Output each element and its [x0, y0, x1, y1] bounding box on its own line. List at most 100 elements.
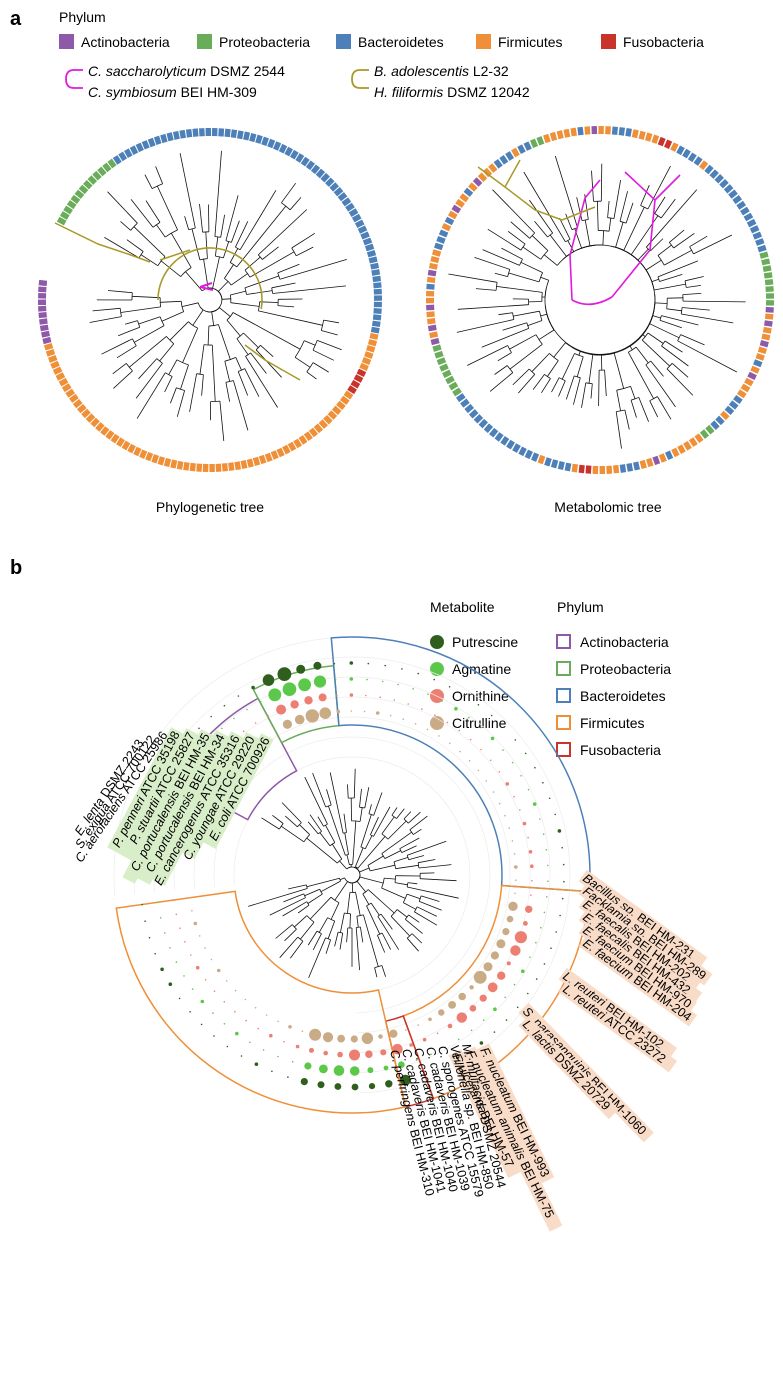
- metabolite-dot: [262, 674, 275, 686]
- phylum-ring-cell: [264, 452, 273, 463]
- tree-branch: [559, 217, 571, 240]
- tree-branch: [661, 315, 699, 326]
- tree-branch: [671, 362, 689, 378]
- phylum-ring-cell: [755, 238, 765, 246]
- tree-branch-arc: [640, 205, 649, 210]
- metabolite-dot: [449, 742, 451, 745]
- tree-branch: [243, 332, 259, 348]
- tree-branch: [508, 272, 540, 283]
- tree-branch: [239, 190, 277, 251]
- tree-branch: [547, 360, 559, 377]
- metabolite-dot: [350, 710, 353, 712]
- metabolite-dot: [385, 1080, 393, 1088]
- tree-branch: [647, 165, 671, 210]
- phylum-ring-cell: [444, 216, 455, 226]
- phylum-ring-cell: [442, 369, 452, 378]
- metabolite-dot: [283, 1040, 285, 1043]
- tree-branch: [236, 205, 287, 268]
- tree-branch: [513, 310, 540, 317]
- metabolite-name: Putrescine: [452, 634, 518, 650]
- tree-branch: [666, 308, 682, 312]
- phylum-ring-cell: [683, 440, 692, 451]
- phylum-ring-cell: [370, 326, 380, 334]
- phylum-ring-cell: [499, 154, 509, 165]
- tree-branch: [624, 409, 630, 430]
- metabolite-dot: [319, 707, 332, 719]
- phylum-ring-cell: [468, 409, 479, 419]
- phylum-ring-cell: [652, 455, 661, 466]
- tree-branch: [467, 345, 508, 366]
- phylum-ring-cell: [577, 126, 584, 136]
- tree-branch: [164, 376, 173, 393]
- metabolite-dot: [375, 711, 380, 715]
- phylum-outline-swatch: [556, 688, 571, 703]
- phylum-ring-cell: [298, 435, 308, 445]
- phylum-ring-cell: [571, 463, 579, 473]
- phylum-ring-cell: [549, 131, 558, 142]
- metabolite-dot: [422, 1037, 427, 1042]
- tree-branch: [339, 860, 347, 870]
- metabolite-dot: [421, 708, 423, 710]
- phylum-ring-cell: [359, 362, 369, 371]
- phylum-ring-cell: [87, 175, 98, 185]
- metabolite-dot: [468, 759, 471, 762]
- phylum-ring-cell: [38, 286, 47, 293]
- tree-branch: [229, 248, 239, 263]
- phylum-ring-cell: [591, 126, 598, 135]
- phylum-ring-cell: [460, 398, 470, 408]
- tree-branch: [647, 332, 664, 344]
- tree-branch: [623, 207, 645, 251]
- metabolite-dot: [479, 1041, 484, 1045]
- phylum-ring-cell: [611, 126, 618, 135]
- phylum-ring-cell: [215, 463, 222, 472]
- species-italic: C. saccharolyticum: [88, 63, 207, 79]
- tree-branch: [635, 346, 649, 364]
- phylum-ring-cell: [765, 293, 775, 299]
- strain-id: DSMZ 12042: [443, 84, 530, 100]
- tree-branch: [321, 330, 338, 336]
- tree-branch: [363, 914, 379, 967]
- phylum-ring-cell: [688, 437, 698, 447]
- metabolite-dot: [490, 951, 499, 960]
- tree-branch: [312, 349, 334, 361]
- phylum-name: Fusobacteria: [580, 742, 661, 758]
- phylum-ring-cell: [506, 439, 515, 450]
- phylum-ring-cell: [693, 156, 703, 166]
- phylum-ring-cell: [746, 218, 757, 228]
- tree-branch: [160, 260, 181, 277]
- metabolite-dot: [514, 865, 518, 869]
- metabolite-dot: [532, 802, 537, 806]
- phylum-ring-cell: [705, 424, 715, 435]
- tree-branch: [474, 257, 510, 270]
- tree-branch: [308, 937, 326, 979]
- tree-branch: [310, 896, 332, 920]
- phylum-ring-cell: [550, 459, 559, 469]
- tree-branch: [657, 244, 672, 256]
- metabolite-dot: [561, 846, 563, 849]
- tree-branch: [390, 916, 410, 937]
- tree-branch: [523, 171, 566, 243]
- tree-branch: [380, 913, 393, 930]
- tree-branch: [498, 312, 513, 316]
- tree-branch: [418, 859, 436, 864]
- phylum-ring-cell: [426, 276, 436, 284]
- phylum-ring-cell: [354, 219, 365, 229]
- panel-a-phylum-title: Phylum: [59, 9, 106, 25]
- pair-bottom-label: C. symbiosum BEI HM-309: [88, 84, 257, 100]
- phylum-ring-cell: [743, 212, 754, 222]
- phylum-ring-cell: [373, 282, 382, 289]
- metabolite-dot: [378, 1034, 383, 1039]
- metabolite-dot: [540, 926, 542, 929]
- metabolite-dot: [506, 961, 511, 966]
- strain-label-bg: [558, 967, 678, 1060]
- tree-branch: [512, 368, 530, 386]
- tree-branch: [306, 877, 340, 888]
- tree-branch: [494, 365, 508, 375]
- metabolite-dot: [504, 996, 507, 999]
- metabolite-dot: [191, 910, 193, 912]
- tree-branch: [565, 213, 573, 230]
- metabolite-dot: [504, 814, 506, 817]
- metabolite-dot: [304, 696, 313, 705]
- metabolite-dot: [469, 738, 472, 741]
